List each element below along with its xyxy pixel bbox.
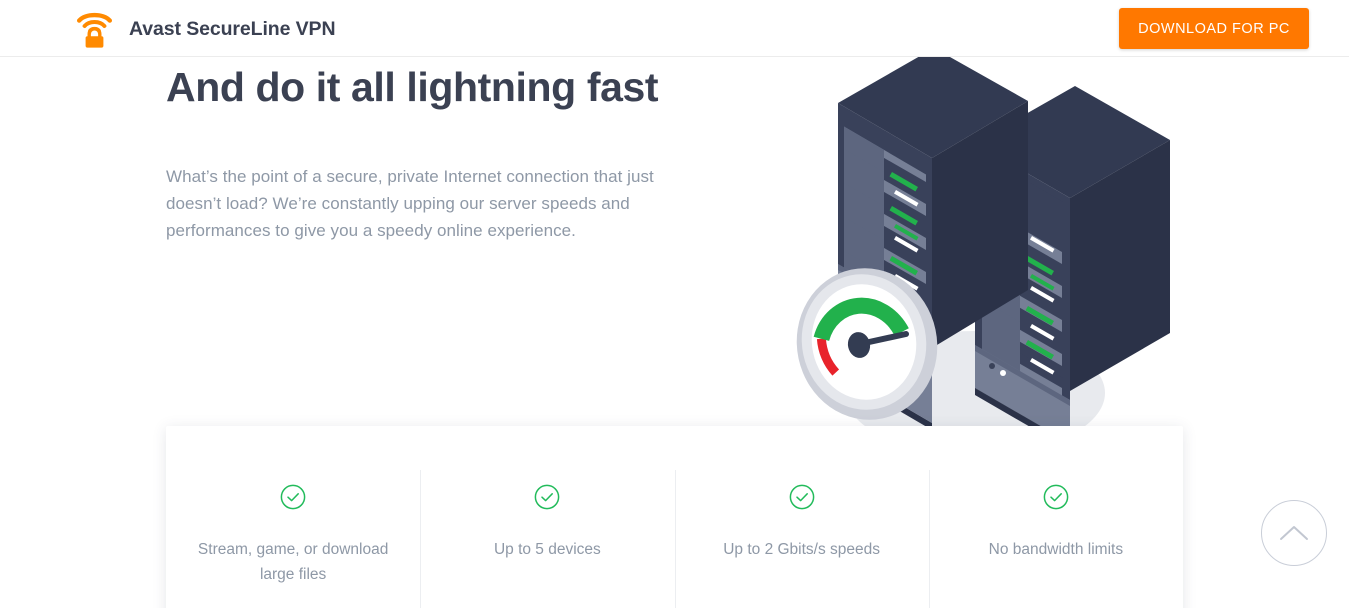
check-circle-icon xyxy=(535,484,560,510)
hero-text-block: And do it all lightning fast What’s the … xyxy=(166,62,666,245)
brand-logo-link[interactable]: Avast SecureLine VPN xyxy=(76,8,336,50)
check-circle-icon xyxy=(789,484,814,510)
page-title: And do it all lightning fast xyxy=(166,64,659,110)
feature-label: Up to 5 devices xyxy=(493,541,601,558)
server-racks-with-speedometer-icon xyxy=(796,48,1170,455)
server-speed-illustration xyxy=(770,48,1210,458)
feature-item-speed: Up to 2 Gbits/s speeds xyxy=(674,426,929,608)
feature-highlights-card: Stream, game, or download large files Up… xyxy=(166,426,1183,608)
check-circle-icon xyxy=(1043,484,1069,510)
hero-description: What’s the point of a secure, private In… xyxy=(166,167,654,241)
wifi-lock-icon xyxy=(77,12,112,48)
site-header: Avast SecureLine VPN DOWNLOAD FOR PC xyxy=(0,0,1349,57)
chevron-up-icon xyxy=(1280,526,1308,540)
server-rack-back xyxy=(975,86,1170,450)
check-circle-icon xyxy=(280,484,306,510)
download-for-pc-button[interactable]: DOWNLOAD FOR PC xyxy=(1119,8,1309,49)
feature-item-device-limit: Up to 5 devices xyxy=(420,426,674,608)
feature-item-stream-game-download: Stream, game, or download large files xyxy=(166,426,420,608)
feature-label: Up to 2 Gbits/s speeds xyxy=(723,541,881,558)
feature-item-bandwidth: No bandwidth limits xyxy=(928,426,1183,608)
scroll-to-top-button[interactable] xyxy=(1261,500,1327,566)
speedometer-gauge xyxy=(796,268,938,420)
feature-label: Stream, game, or download large files xyxy=(197,541,389,583)
feature-label: No bandwidth limits xyxy=(988,541,1124,558)
brand-title: Avast SecureLine VPN xyxy=(129,17,336,40)
server-rack-front xyxy=(838,48,1028,430)
